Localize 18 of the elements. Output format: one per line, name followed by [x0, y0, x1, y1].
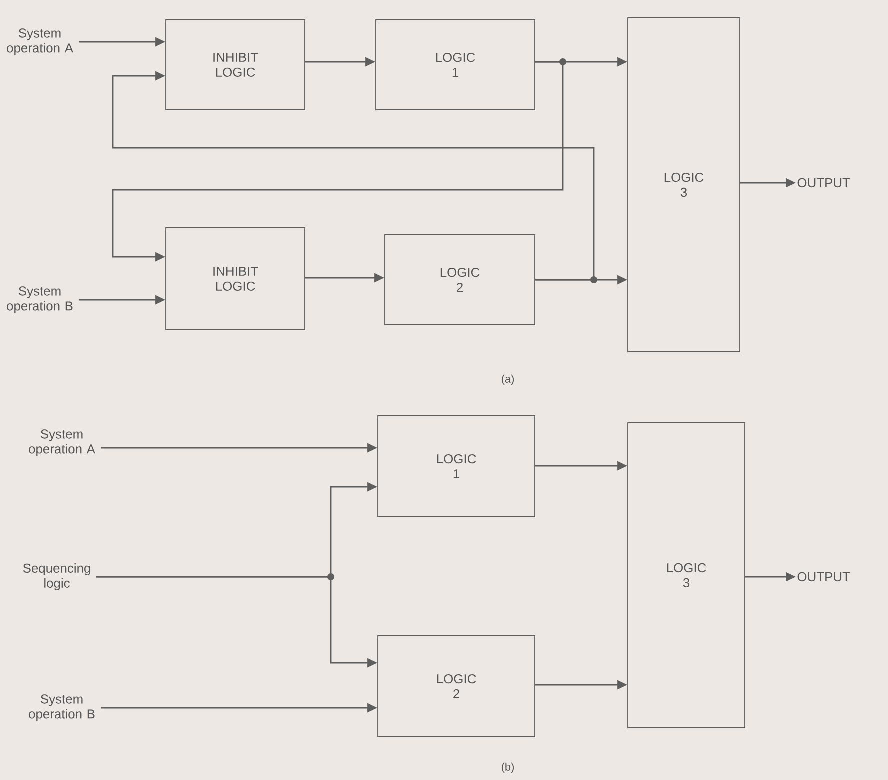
logic-box: INHIBIT LOGIC	[166, 228, 306, 330]
signal-label: System operation B	[7, 286, 73, 314]
logic-box: LOGIC 1	[378, 416, 536, 518]
logic-box: LOGIC 2	[384, 234, 536, 326]
logic-box: LOGIC 1	[376, 20, 536, 110]
logic-box: LOGIC 3	[628, 422, 746, 728]
output-label: OUTPUT	[798, 572, 850, 582]
logic-box: INHIBIT LOGIC	[166, 20, 306, 110]
signal-label: System operation B	[29, 694, 95, 722]
signal-label: System operation A	[29, 430, 96, 456]
output-label: OUTPUT	[798, 178, 850, 188]
signal-label: System operation A	[7, 28, 74, 56]
figure-label: (a)	[502, 374, 514, 386]
logic-box: LOGIC 2	[378, 636, 536, 738]
signal-label: Sequencing logic	[23, 563, 90, 590]
figure-label: (b)	[502, 762, 514, 774]
logic-box: LOGIC 3	[628, 18, 740, 352]
arrow	[112, 71, 595, 281]
